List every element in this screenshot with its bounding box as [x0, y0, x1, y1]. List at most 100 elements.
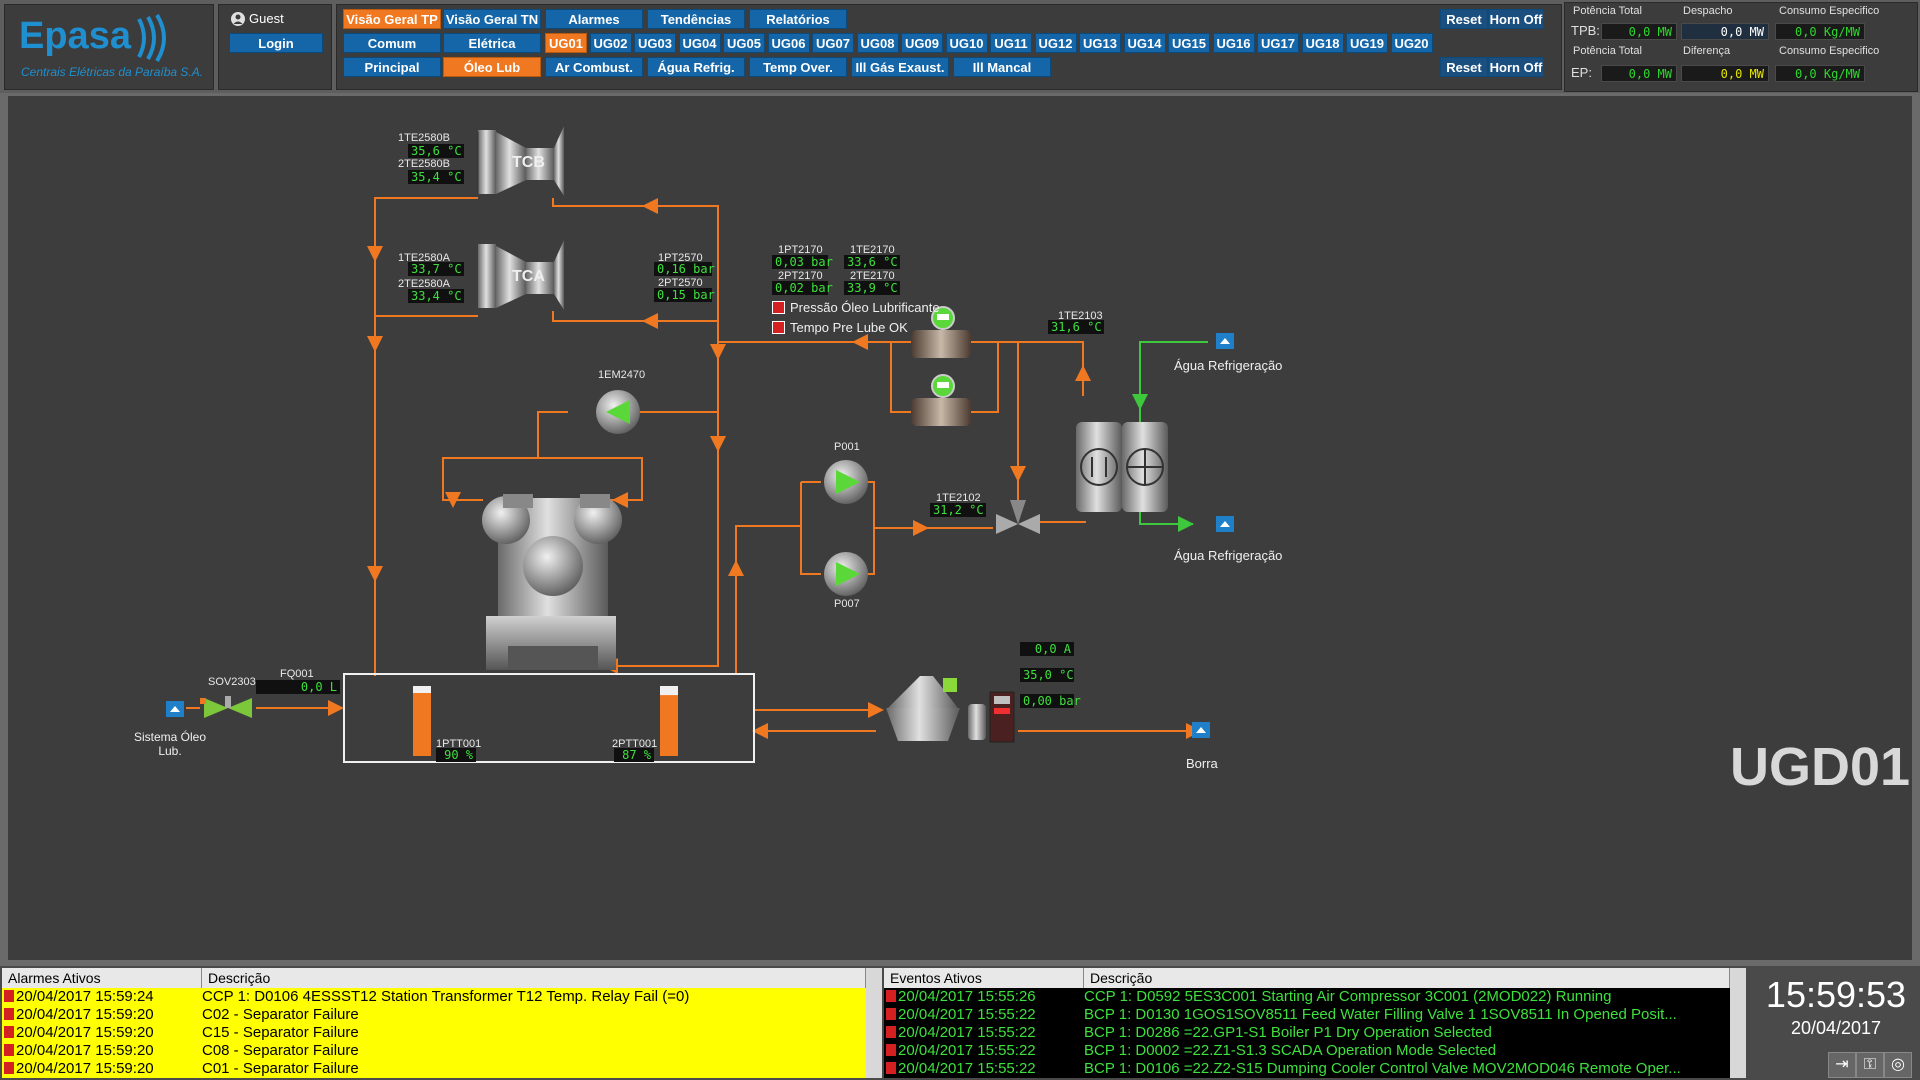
unit-button-ug12[interactable]: UG12 — [1034, 33, 1077, 53]
globe-icon[interactable]: ◎ — [1884, 1052, 1912, 1078]
unit-button-ug01[interactable]: UG01 — [545, 33, 587, 53]
alarm-bell-icon — [4, 990, 14, 1002]
alarms-header-col1[interactable]: Alarmes Ativos — [2, 968, 202, 988]
events-table[interactable]: Eventos Ativos Descrição 20/04/2017 15:5… — [884, 968, 1746, 1078]
tca-label: TCA — [512, 268, 545, 285]
nav-relatorios[interactable]: Relatórios — [749, 9, 847, 29]
unit-button-ug02[interactable]: UG02 — [589, 33, 632, 53]
pump-p001[interactable] — [824, 460, 868, 504]
water-nav-button-2[interactable] — [1216, 516, 1234, 532]
nav-temp-over[interactable]: Temp Over. — [749, 57, 847, 77]
te2170-t2-value: 33,9 °C — [844, 281, 900, 295]
nav-panel: Visão Geral TP Visão Geral TN Alarmes Te… — [336, 4, 1562, 90]
alarms-scrollbar[interactable] — [866, 968, 882, 1078]
unit-button-ug17[interactable]: UG17 — [1257, 33, 1299, 53]
alarms-header-col2[interactable]: Descrição — [202, 968, 866, 988]
nav-eletrica[interactable]: Elétrica — [443, 33, 541, 53]
unit-button-ug05[interactable]: UG05 — [723, 33, 765, 53]
pt2170-t2-tag: 2PT2170 — [778, 270, 823, 282]
pt2570-t2-value: 0,15 bar — [654, 288, 715, 302]
nav-visao-geral-tn[interactable]: Visão Geral TN — [443, 9, 541, 29]
nav-oleo-lub[interactable]: Óleo Lub — [443, 57, 541, 77]
tpb-value: 0,0 MW — [1601, 23, 1677, 40]
separator-current-value: 0,0 A — [1020, 642, 1074, 656]
unit-button-ug03[interactable]: UG03 — [634, 33, 676, 53]
horn-off-button[interactable]: Horn Off — [1488, 9, 1544, 29]
events-header-col1[interactable]: Eventos Ativos — [884, 968, 1084, 988]
te2103-value: 31,6 °C — [1048, 320, 1104, 334]
logout-icon[interactable]: ⇥ — [1828, 1052, 1856, 1078]
unit-button-ug15[interactable]: UG15 — [1168, 33, 1210, 53]
oil-system-nav-button[interactable] — [166, 701, 184, 717]
unit-button-ug04[interactable]: UG04 — [678, 33, 721, 53]
nav-comum[interactable]: Comum — [343, 33, 441, 53]
water-nav-button-1[interactable] — [1216, 333, 1234, 349]
nav-alarmes[interactable]: Alarmes — [545, 9, 643, 29]
alarms-table[interactable]: Alarmes Ativos Descrição 20/04/2017 15:5… — [2, 968, 882, 1078]
unit-button-ug09[interactable]: UG09 — [901, 33, 943, 53]
unit-button-ug16[interactable]: UG16 — [1212, 33, 1255, 53]
nav-mancal[interactable]: Ill Mancal — [953, 57, 1051, 77]
row-timestamp: 20/04/2017 15:55:22 — [898, 1024, 1036, 1041]
horn-off-button-2[interactable]: Horn Off — [1488, 57, 1544, 77]
event-row[interactable]: 20/04/2017 15:55:22 BCP 1: D0130 1GOS1SOV… — [884, 1006, 1730, 1024]
nav-visao-geral-tp[interactable]: Visão Geral TP — [343, 9, 441, 29]
nav-tendencias[interactable]: Tendências — [647, 9, 745, 29]
key-icon[interactable]: ⚿ — [1856, 1052, 1884, 1078]
nav-gas-exaust-label: Gás Exaust. — [870, 60, 945, 75]
kpi-diferenca-label: Diferença — [1683, 45, 1731, 57]
solenoid-valve-sov2303[interactable] — [200, 696, 252, 718]
unit-button-ug18[interactable]: UG18 — [1301, 33, 1344, 53]
row-description: C01 - Separator Failure — [202, 1060, 359, 1077]
unit-button-ug13[interactable]: UG13 — [1079, 33, 1121, 53]
row-description: BCP 1: D0130 1GOS1SOV8511 Feed Water Fil… — [1084, 1006, 1677, 1023]
user-name: Guest — [249, 11, 284, 26]
consumo-1-value: 0,0 Kg/MW — [1775, 23, 1865, 40]
nav-principal[interactable]: Principal — [343, 57, 441, 77]
reset-button[interactable]: Reset — [1440, 9, 1488, 29]
alarm-bell-icon — [4, 1044, 14, 1056]
reset-button-2[interactable]: Reset — [1440, 57, 1488, 77]
tank-2-value: 87 % — [614, 748, 654, 762]
row-timestamp: 20/04/2017 15:55:22 — [898, 1006, 1036, 1023]
status-indicator-pressao — [772, 301, 785, 314]
pump-p007[interactable] — [824, 552, 868, 596]
unit-button-ug06[interactable]: UG06 — [767, 33, 810, 53]
kpi-potencia-total-label-2: Potência Total — [1573, 45, 1642, 57]
kpi-despacho-label: Despacho — [1683, 5, 1733, 17]
unit-button-ug14[interactable]: UG14 — [1123, 33, 1166, 53]
thermostatic-valve[interactable] — [996, 500, 1040, 534]
despacho-input[interactable]: 0,0 MW — [1681, 23, 1769, 40]
te2170-t1-value: 33,6 °C — [844, 255, 900, 269]
pump-1em2470[interactable] — [596, 390, 640, 434]
separator-pressure-value: 0,00 bar — [1020, 694, 1081, 708]
nav-agua-refrig[interactable]: Água Refrig. — [647, 57, 745, 77]
unit-button-ug08[interactable]: UG08 — [856, 33, 899, 53]
events-header-col2[interactable]: Descrição — [1084, 968, 1730, 988]
arrow-up-icon — [1220, 521, 1230, 527]
events-scrollbar[interactable] — [1730, 968, 1746, 1078]
event-flag-icon — [886, 1026, 896, 1038]
row-timestamp: 20/04/2017 15:59:20 — [16, 1042, 154, 1059]
unit-button-ug19[interactable]: UG19 — [1346, 33, 1388, 53]
unit-button-ug07[interactable]: UG07 — [812, 33, 854, 53]
login-button[interactable]: Login — [229, 33, 323, 53]
unit-button-ug11[interactable]: UG11 — [990, 33, 1032, 53]
unit-button-ug10[interactable]: UG10 — [945, 33, 988, 53]
ep-label: EP: — [1571, 65, 1592, 80]
borra-nav-button[interactable] — [1192, 722, 1210, 738]
unit-button-ug20[interactable]: UG20 — [1390, 33, 1433, 53]
nav-gas-exaust[interactable]: Ill Gás Exaust. — [851, 57, 949, 77]
engine-block — [482, 494, 622, 670]
nav-ar-combust[interactable]: Ar Combust. — [545, 57, 643, 77]
